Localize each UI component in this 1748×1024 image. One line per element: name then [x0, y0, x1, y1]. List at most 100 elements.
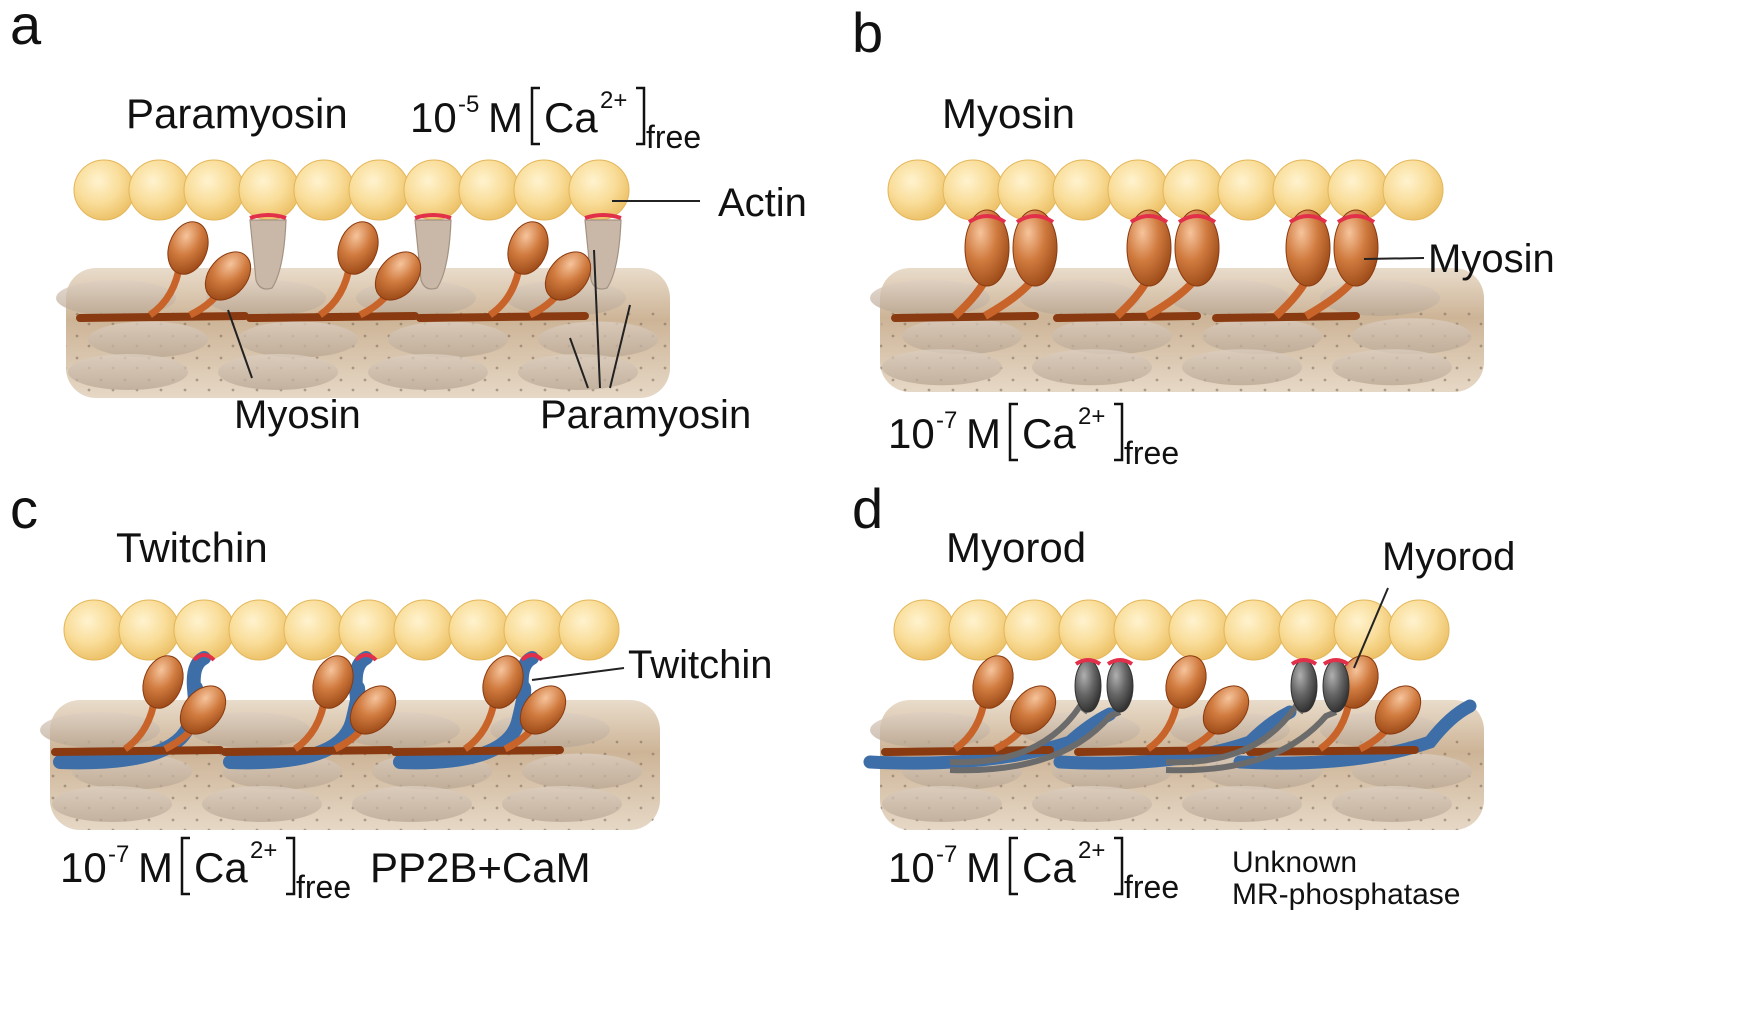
myosin-tail — [1053, 312, 1201, 322]
myosin-tail — [76, 312, 249, 322]
actin-monomer — [1333, 599, 1395, 661]
left-bracket — [530, 86, 540, 146]
myosin-molecule — [391, 655, 567, 756]
ion-charge: 2+ — [250, 837, 277, 864]
binding-site — [1177, 214, 1217, 224]
twitchin-label: Twitchin — [628, 643, 773, 687]
myosin-head — [1126, 209, 1172, 287]
actin-filament — [63, 599, 620, 661]
left-bracket — [1008, 402, 1018, 462]
thick-filament — [56, 268, 670, 398]
myosin-head — [374, 251, 422, 301]
actin-monomer — [73, 159, 135, 221]
myosin-head — [1285, 209, 1331, 287]
paramyosin-core — [368, 354, 488, 390]
ion-symbol: Ca — [194, 844, 248, 891]
myosin-head — [179, 685, 227, 735]
binding-site — [584, 213, 622, 220]
binding-site — [192, 653, 216, 662]
myosin-molecule — [1053, 209, 1220, 322]
paramyosin-core — [40, 712, 160, 748]
paramyosin-leader-3 — [609, 304, 631, 389]
paramyosin-core — [1032, 349, 1152, 386]
actin-monomer — [1052, 159, 1114, 221]
concentration-unit: M — [966, 844, 1001, 891]
actin-monomer — [1223, 599, 1285, 661]
concentration-exponent: -7 — [936, 841, 957, 868]
panel-a-diagram — [56, 159, 670, 398]
actin-monomer — [293, 159, 355, 221]
paramyosin-core — [68, 354, 188, 390]
paramyosin-core — [1352, 318, 1472, 355]
myosin-molecule — [51, 655, 227, 756]
panel-d-diagram — [863, 599, 1484, 830]
actin-monomer — [1217, 159, 1279, 221]
paramyosin-rod — [414, 219, 452, 290]
concentration-unit: M — [966, 410, 1001, 457]
paramyosin-core — [1170, 280, 1290, 316]
myosin-tail — [1074, 746, 1247, 756]
panel-c-diagram — [40, 599, 660, 830]
paramyosin-core — [1032, 786, 1152, 822]
ion-charge: 2+ — [600, 87, 627, 114]
paramyosin-core — [1332, 786, 1452, 822]
binding-site — [1290, 658, 1318, 666]
binding-site — [1288, 214, 1328, 224]
paramyosin-core — [352, 786, 472, 822]
concentration-unit: M — [138, 844, 173, 891]
free-subscript: free — [646, 119, 701, 155]
myosin-molecule — [221, 655, 397, 756]
myosin-molecule — [246, 221, 422, 322]
actin-monomer — [393, 599, 455, 661]
myosin-molecule — [1212, 209, 1379, 322]
paramyosin-core — [388, 321, 508, 358]
actin-monomer — [118, 599, 180, 661]
actin-filament — [73, 159, 630, 221]
actin-monomer — [283, 599, 345, 661]
myosin-head — [1165, 655, 1207, 709]
paramyosin-core — [1332, 349, 1452, 386]
concentration-exponent: -7 — [936, 407, 957, 434]
actin-monomer — [1113, 599, 1175, 661]
actin-monomer — [448, 599, 510, 661]
enzyme-label-line-1: Unknown — [1232, 846, 1357, 879]
panel-letter-c: c — [10, 477, 38, 540]
binding-site — [520, 653, 544, 662]
binding-site — [1336, 214, 1376, 224]
actin-monomer — [942, 159, 1004, 221]
paramyosin-core — [1020, 280, 1140, 316]
actin-monomer — [1168, 599, 1230, 661]
actin-monomer — [1278, 599, 1340, 661]
myosin-head — [1333, 209, 1379, 287]
myosin-tail — [246, 312, 419, 322]
myosin-molecule — [416, 221, 592, 322]
concentration-exponent: -5 — [458, 91, 479, 118]
paramyosin-core — [882, 786, 1002, 822]
actin-monomer — [228, 599, 290, 661]
myorod-rod — [1165, 701, 1306, 766]
panel-b-myosin-label: Myosin — [1428, 237, 1555, 281]
myosin-head — [312, 655, 354, 709]
binding-site — [1322, 658, 1350, 666]
myorod-head — [1290, 659, 1318, 713]
paramyosin-core — [56, 280, 176, 316]
myosin-head — [482, 655, 524, 709]
myorod-head — [1074, 659, 1102, 713]
actin-label: Actin — [718, 181, 807, 225]
myorod-head — [1106, 659, 1134, 713]
myosin-tail — [416, 312, 589, 322]
myorod-molecule — [1165, 658, 1350, 774]
panel-b-title: Myosin — [942, 90, 1075, 137]
paramyosin-core — [882, 349, 1002, 386]
ion-symbol: Ca — [544, 94, 598, 141]
enzyme-label-line-2: MR-phosphatase — [1232, 878, 1460, 911]
myosin-head — [1374, 685, 1422, 735]
paramyosin-bridge — [249, 213, 287, 290]
concentration-prefix: 10 — [888, 410, 935, 457]
paramyosin-core — [502, 786, 622, 822]
free-subscript: free — [1124, 435, 1179, 471]
myosin-molecule — [891, 209, 1058, 322]
binding-site — [414, 213, 452, 220]
